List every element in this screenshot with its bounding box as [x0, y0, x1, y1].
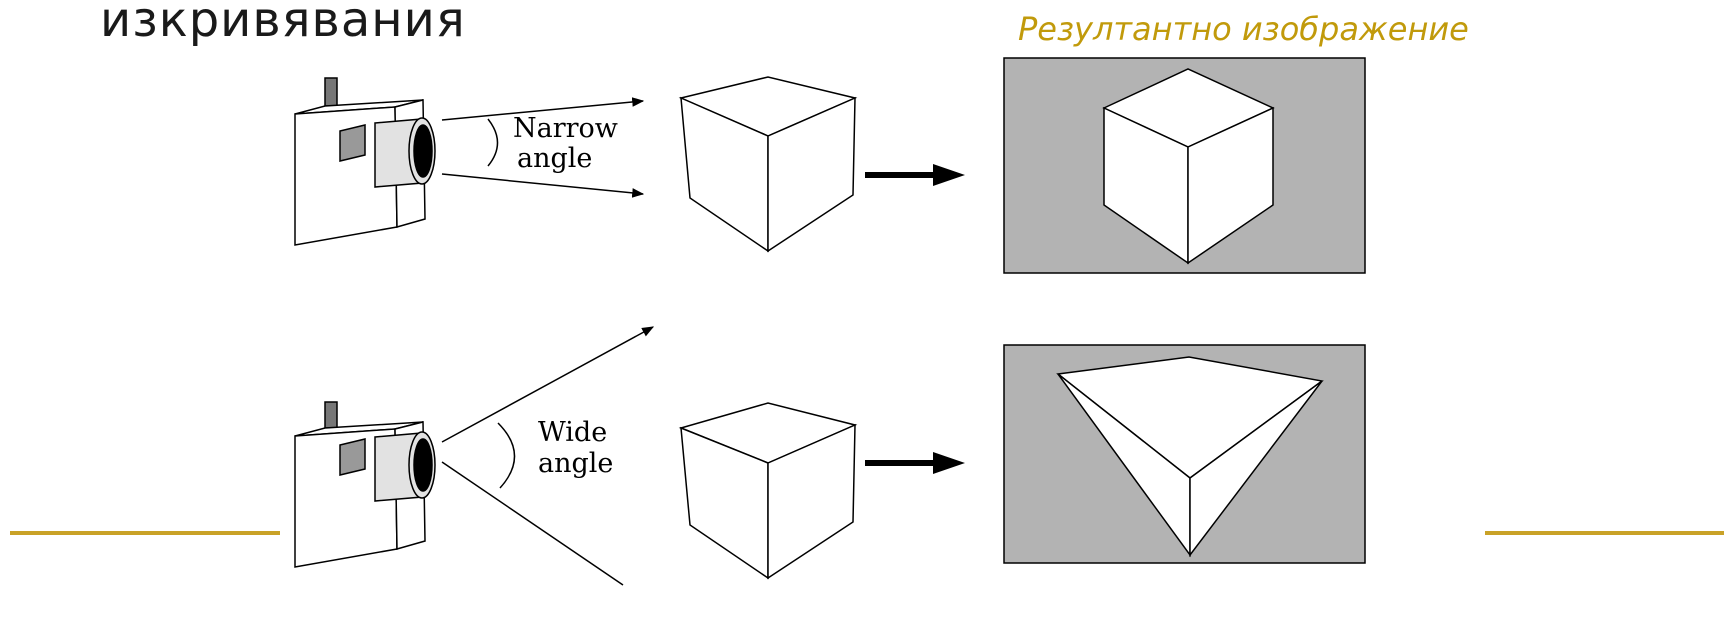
cube-icon — [678, 76, 858, 253]
wide-result-image — [1003, 344, 1366, 564]
wide-angle-label-line2: angle — [538, 448, 613, 479]
wide-angle-label-line1: Wide — [538, 417, 607, 448]
camera-icon — [294, 401, 436, 568]
cube-icon — [678, 402, 858, 580]
accent-divider-left — [10, 531, 280, 535]
slide-title: изкривявания — [100, 0, 466, 48]
arrow-right-head — [933, 164, 965, 186]
cube-icon — [1102, 68, 1275, 265]
view-ray-lower — [441, 173, 645, 198]
wide-view-ray-upper — [441, 326, 655, 443]
narrow-result-image — [1003, 57, 1366, 274]
arrow-right-head — [933, 452, 965, 474]
narrow-angle-camera: Narrow angle — [294, 77, 645, 246]
distorted-cube-icon — [1056, 356, 1324, 558]
angle-arc — [487, 118, 499, 167]
wide-angle-camera: Wide angle — [294, 326, 655, 586]
view-ray-upper — [441, 97, 645, 121]
narrow-angle-label-line2: angle — [517, 143, 592, 174]
lens-distortion-diagram: Narrow angle Wide angle — [285, 55, 1485, 631]
resulting-image-caption: Резултантно изображение — [1018, 10, 1469, 48]
narrow-angle-label-line1: Narrow — [513, 113, 618, 144]
wide-angle-arc — [497, 422, 516, 489]
camera-icon — [294, 77, 436, 246]
accent-divider-right — [1485, 531, 1724, 535]
wide-view-ray-lower — [441, 461, 624, 586]
